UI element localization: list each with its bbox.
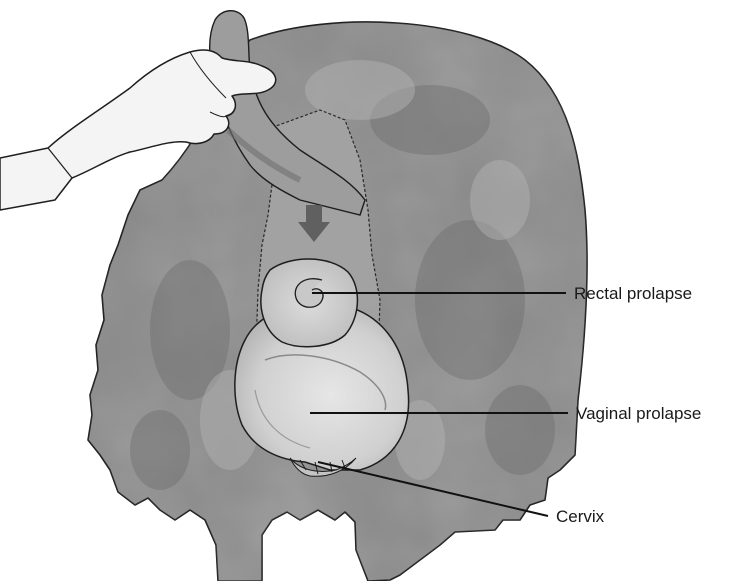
label-vaginal-prolapse: Vaginal prolapse xyxy=(576,404,701,423)
label-rectal-prolapse: Rectal prolapse xyxy=(574,284,692,303)
label-cervix: Cervix xyxy=(556,507,605,526)
rectal-prolapse-mass xyxy=(261,259,358,347)
